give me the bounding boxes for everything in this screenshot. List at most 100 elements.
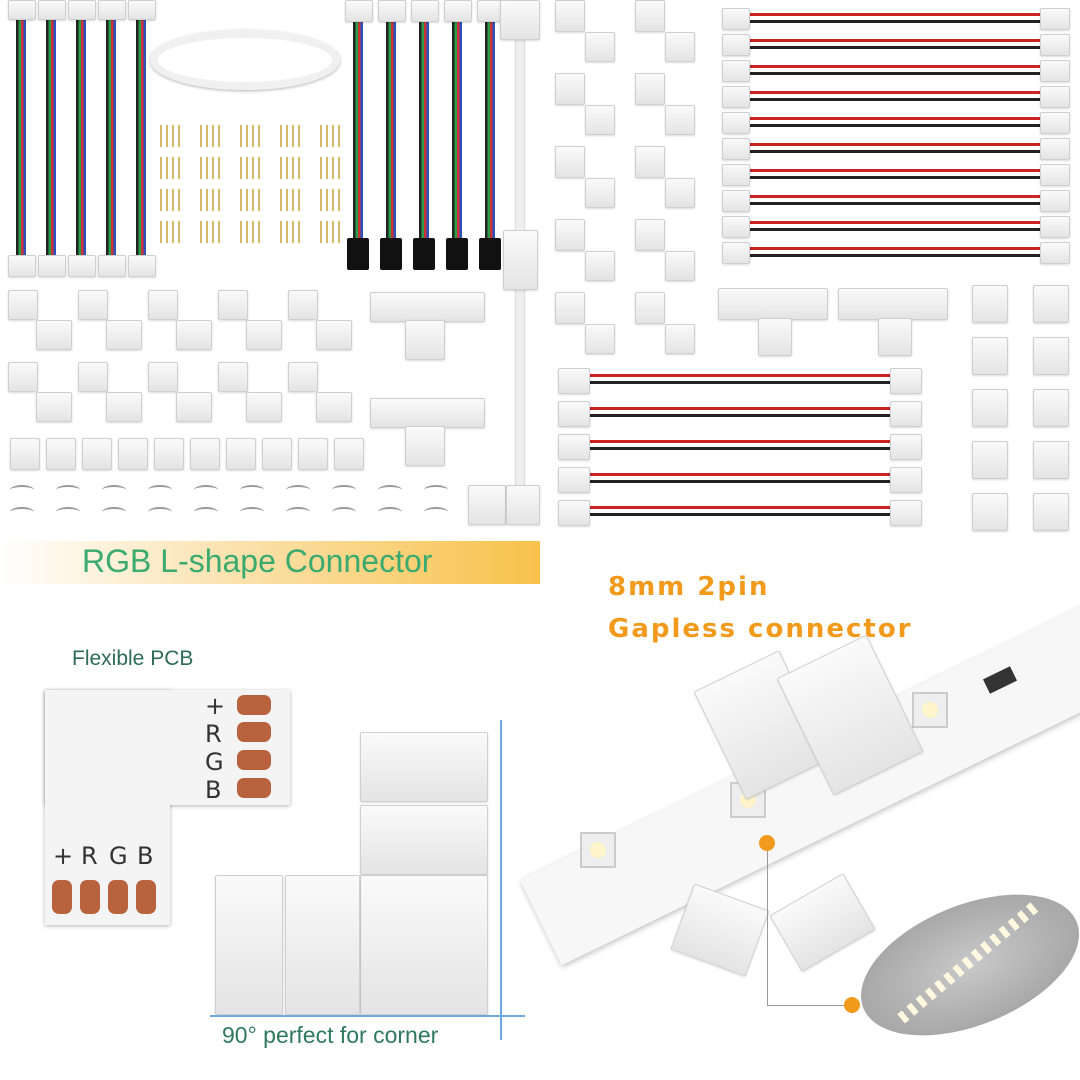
connector (378, 0, 406, 22)
l-connector (635, 0, 665, 32)
clip-connector (972, 493, 1008, 531)
t-connector (718, 288, 828, 320)
gapless-label-line2: Gapless connector (608, 614, 913, 644)
pcb-pin-b: B (205, 776, 222, 804)
connector (558, 401, 590, 427)
connector (1040, 190, 1070, 212)
mounting-clip (102, 507, 126, 517)
l-connector (585, 105, 615, 135)
connector (558, 434, 590, 460)
connector (98, 255, 126, 277)
title-banner: RGB L-shape Connector (0, 541, 540, 584)
connector (38, 0, 66, 20)
banner-title: RGB L-shape Connector (82, 543, 433, 579)
connector (722, 242, 750, 264)
2pin-cable (590, 506, 890, 509)
2pin-cable (750, 13, 1040, 16)
clip-connector (46, 438, 76, 470)
l-connector (246, 320, 282, 350)
connector (1040, 164, 1070, 186)
mounting-clip (102, 485, 126, 495)
mounting-clip (424, 485, 448, 495)
connector (890, 500, 922, 526)
male-plug (446, 238, 468, 270)
mounting-clip (424, 507, 448, 517)
pin-connector (320, 221, 342, 243)
l-connector (635, 73, 665, 105)
corner-label: 90° perfect for corner (222, 1022, 439, 1048)
male-plug (479, 238, 501, 270)
t-connector (370, 292, 485, 322)
rgb-cable (353, 20, 363, 240)
clip-connector (82, 438, 112, 470)
clip-connector (1033, 389, 1069, 427)
mounting-clip (286, 485, 310, 495)
extension-cable (150, 30, 340, 90)
2pin-cable (750, 247, 1040, 250)
flexible-pcb-label: Flexible PCB (72, 647, 194, 670)
connector (890, 401, 922, 427)
clip-connector (10, 438, 40, 470)
connector (722, 86, 750, 108)
l-connector (78, 362, 108, 392)
l-connector (316, 320, 352, 350)
l-connector (106, 320, 142, 350)
pin-connector (200, 189, 222, 211)
2pin-cable (750, 221, 1040, 224)
connector (722, 8, 750, 30)
connector (722, 190, 750, 212)
l-connector (585, 251, 615, 281)
connector (558, 500, 590, 526)
t-connector (370, 398, 485, 428)
connector (1040, 216, 1070, 238)
connector (890, 368, 922, 394)
pcb-pin-g-bottom: G (109, 842, 128, 870)
rgb-cable (46, 20, 56, 260)
pcb-pin-plus-bottom: + (53, 842, 74, 870)
connector (8, 255, 36, 277)
connector (128, 255, 156, 277)
connector (128, 0, 156, 20)
mounting-clip (286, 507, 310, 517)
callout-dot (844, 997, 860, 1013)
pin-connector (160, 189, 182, 211)
2pin-cable (590, 440, 890, 443)
male-plug (347, 238, 369, 270)
rgb-cable (16, 20, 26, 260)
l-connector (36, 320, 72, 350)
l-connector (8, 290, 38, 320)
rgb-cable (485, 20, 495, 240)
2pin-cable (750, 169, 1040, 172)
rgb-cable (106, 20, 116, 260)
connector (444, 0, 472, 22)
pcb-pin-g: G (205, 748, 224, 776)
l-connector (635, 219, 665, 251)
l-connector (36, 392, 72, 422)
l-connector (176, 320, 212, 350)
clip-connector (1033, 285, 1069, 323)
pin-connector (280, 125, 302, 147)
rgb-cable (419, 20, 429, 240)
connector (503, 230, 538, 290)
connector (68, 0, 96, 20)
2pin-cable (590, 407, 890, 410)
connector (8, 0, 36, 20)
2pin-cable (750, 65, 1040, 68)
l-connector (148, 290, 178, 320)
pin-connector (240, 125, 262, 147)
mounting-clip (10, 507, 34, 517)
l-connector (665, 105, 695, 135)
2pin-cable (590, 473, 890, 476)
l-connector (555, 73, 585, 105)
clip-connector (190, 438, 220, 470)
l-connector (288, 290, 318, 320)
connector (68, 255, 96, 277)
pin-connector (320, 189, 342, 211)
l-connector (635, 292, 665, 324)
connector (1040, 8, 1070, 30)
l-connector (665, 324, 695, 354)
t-connector (838, 288, 948, 320)
connector (558, 467, 590, 493)
pin-connector (200, 125, 222, 147)
pin-connector (200, 221, 222, 243)
